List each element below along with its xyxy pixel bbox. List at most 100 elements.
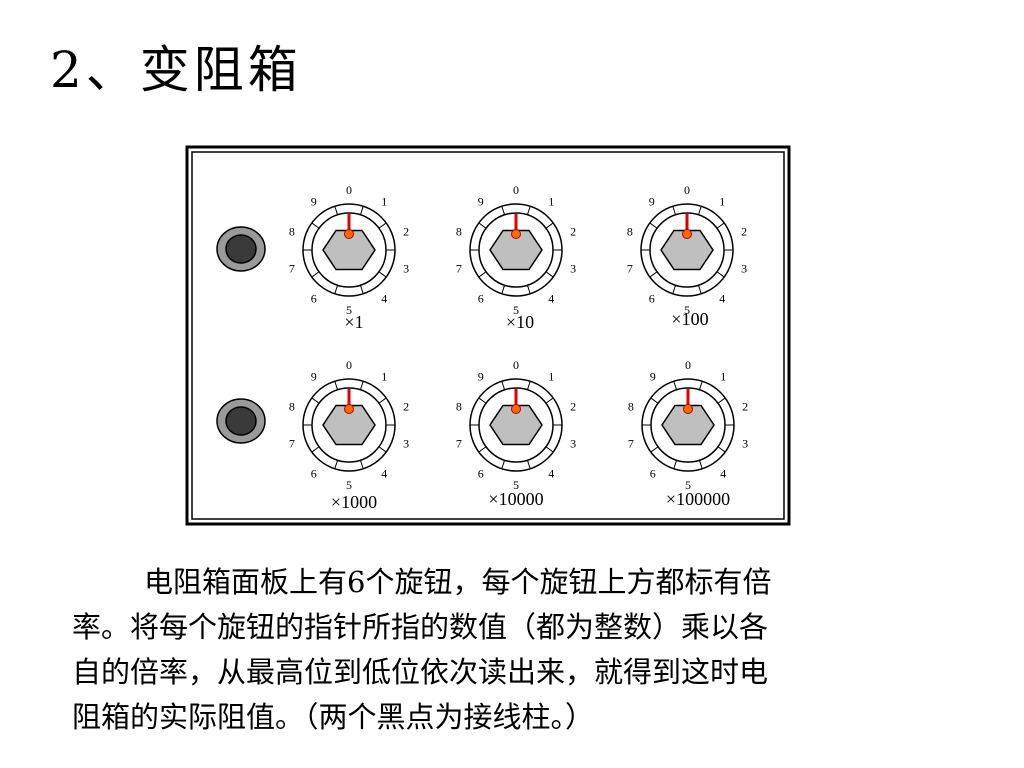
dial-number: 6 xyxy=(649,292,655,306)
dial-number: 8 xyxy=(289,224,295,238)
dial-number: 0 xyxy=(346,183,352,197)
knob-pointer-dot xyxy=(344,229,354,239)
dial-tick xyxy=(526,206,531,215)
multiplier-label: ×1 xyxy=(344,312,363,332)
dial-number: 6 xyxy=(478,467,484,481)
dial-tick xyxy=(673,381,678,390)
description-line: 阻箱的实际阻值。（两个黑点为接线柱。） xyxy=(72,700,595,734)
dial-number: 8 xyxy=(628,399,634,413)
knobs-layer: 0123456789×10123456789×100123456789×1000… xyxy=(289,183,748,512)
dial-tick xyxy=(717,446,726,453)
dial-number: 2 xyxy=(742,399,748,413)
dial-number: 9 xyxy=(650,369,656,383)
terminal-bottom[interactable] xyxy=(216,398,266,444)
dial-number: 9 xyxy=(478,194,484,208)
dial-tick xyxy=(716,222,725,229)
dial-number: 5 xyxy=(346,303,352,317)
dial-tick xyxy=(334,381,339,390)
dial-number: 7 xyxy=(456,262,462,276)
dial-number: 2 xyxy=(403,224,409,238)
dial-number: 4 xyxy=(381,292,387,306)
dial-tick xyxy=(359,460,364,469)
dial-tick xyxy=(545,222,554,229)
dial-tick xyxy=(311,222,320,229)
panel-frame-inner xyxy=(191,151,785,520)
dial-tick xyxy=(501,285,506,294)
multiplier-label: ×10 xyxy=(506,312,534,332)
dial-tick xyxy=(311,397,320,404)
description-line: 电阻箱面板上有6个旋钮，每个旋钮上方都标有倍 xyxy=(144,565,772,599)
dial-tick xyxy=(359,285,364,294)
dial-number: 8 xyxy=(289,399,295,413)
dial-number: 3 xyxy=(570,262,576,276)
dial-number: 3 xyxy=(741,262,747,276)
dial-number: 0 xyxy=(346,358,352,372)
knob-hex xyxy=(489,404,543,446)
dial-tick xyxy=(650,397,659,404)
knob-hex xyxy=(660,229,714,271)
dial-number: 1 xyxy=(548,369,554,383)
dial-tick xyxy=(359,206,364,215)
knob-pointer-dot xyxy=(683,404,693,414)
dial-number: 4 xyxy=(548,467,554,481)
dial-tick xyxy=(698,381,703,390)
knob-hex xyxy=(322,229,376,271)
dial-tick xyxy=(526,285,531,294)
dial-number: 0 xyxy=(685,358,691,372)
dial-tick xyxy=(698,460,703,469)
dial-tick xyxy=(478,222,487,229)
multiplier-label: ×10000 xyxy=(488,489,543,509)
dial-tick xyxy=(501,460,506,469)
dial-tick xyxy=(717,397,726,404)
page-title: 2、变阻箱 xyxy=(50,41,302,99)
dial-tick xyxy=(478,397,487,404)
dial-number: 3 xyxy=(570,437,576,451)
knob-hex xyxy=(322,404,376,446)
dial-number: 6 xyxy=(311,467,317,481)
dial-tick xyxy=(697,206,702,215)
dial-tick xyxy=(359,381,364,390)
dial-number: 2 xyxy=(570,399,576,413)
terminal-top[interactable] xyxy=(216,226,266,272)
dial-tick xyxy=(716,271,725,278)
dial-number: 5 xyxy=(513,303,519,317)
dial-number: 9 xyxy=(478,369,484,383)
description-line: 率。将每个旋钮的指针所指的数值（都为整数）乘以各 xyxy=(72,610,769,644)
dial-number: 4 xyxy=(548,292,554,306)
dial-tick xyxy=(649,271,658,278)
knob-pointer-dot xyxy=(511,404,521,414)
dial-number: 9 xyxy=(311,369,317,383)
knob-hex xyxy=(489,229,543,271)
dial-number: 0 xyxy=(684,183,690,197)
dial-number: 0 xyxy=(513,183,519,197)
multiplier-label: ×1000 xyxy=(331,492,377,512)
dial-tick xyxy=(378,271,387,278)
dial-tick xyxy=(545,446,554,453)
dial-number: 3 xyxy=(403,437,409,451)
dial-tick xyxy=(334,206,339,215)
description: 电阻箱面板上有6个旋钮，每个旋钮上方都标有倍 率。将每个旋钮的指针所指的数值（都… xyxy=(72,560,902,740)
dial-number: 7 xyxy=(628,437,634,451)
dial-number: 1 xyxy=(381,194,387,208)
dial-number: 2 xyxy=(403,399,409,413)
dial-tick xyxy=(334,285,339,294)
dial-tick xyxy=(672,206,677,215)
dial-number: 4 xyxy=(719,292,725,306)
dial-number: 6 xyxy=(650,467,656,481)
dial-tick xyxy=(501,381,506,390)
dial-number: 6 xyxy=(478,292,484,306)
knob-pointer-dot xyxy=(344,404,354,414)
dial-tick xyxy=(649,222,658,229)
dial-number: 8 xyxy=(456,224,462,238)
dial-number: 5 xyxy=(513,478,519,492)
dial-number: 5 xyxy=(685,478,691,492)
dial-number: 2 xyxy=(741,224,747,238)
dial-number: 4 xyxy=(381,467,387,481)
knob-hex xyxy=(661,404,715,446)
